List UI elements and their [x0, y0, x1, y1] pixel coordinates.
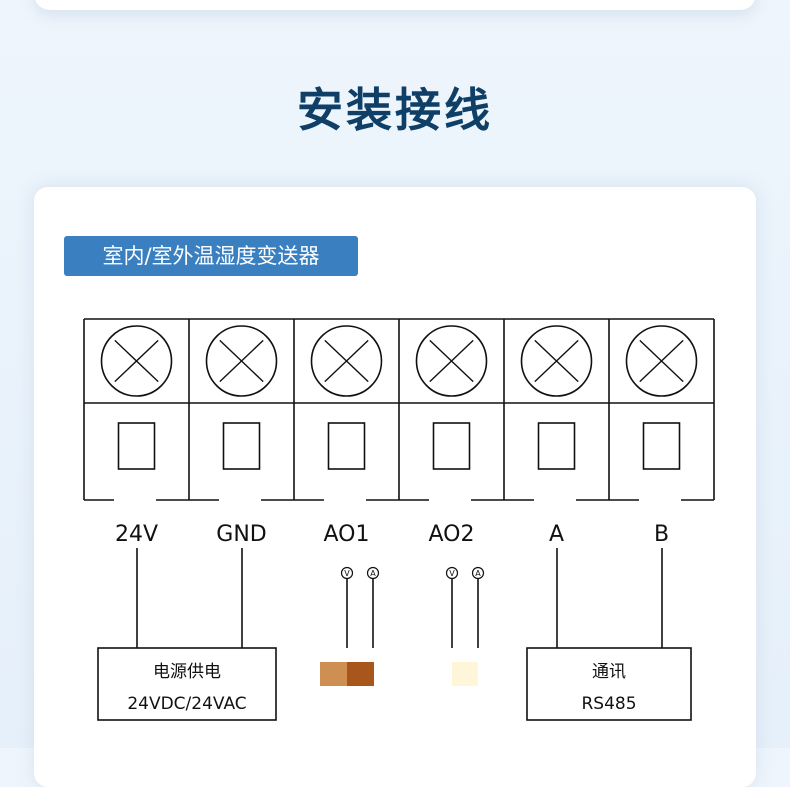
- section-label: 室内/室外温湿度变送器: [64, 236, 358, 276]
- terminal-slot: [117, 422, 156, 470]
- screw-icon: [415, 325, 488, 397]
- screw-icon: [520, 325, 593, 397]
- screw-icon: [310, 325, 383, 397]
- ao2-swatch: [452, 662, 478, 686]
- terminal-label: AO1: [324, 522, 370, 547]
- top-card-edge: [34, 0, 756, 10]
- meter-a-label: A: [475, 569, 481, 578]
- terminal-slot: [327, 422, 366, 470]
- ao1-swatch-right: [347, 662, 374, 686]
- terminal-block: [83, 318, 715, 500]
- terminal-labels: 24V GND AO1 AO2 A B: [115, 522, 669, 547]
- ao1-current-meter-icon: A: [366, 566, 380, 580]
- power-box-title: 电源供电: [153, 662, 221, 682]
- terminal-label: B: [654, 522, 669, 547]
- meter-v-label: V: [449, 569, 455, 578]
- terminal-slot: [432, 422, 471, 470]
- terminal-slot: [642, 422, 681, 470]
- meter-a-label: A: [370, 569, 376, 578]
- meter-v-label: V: [344, 569, 350, 578]
- ao1-voltage-meter-icon: V: [340, 566, 354, 580]
- ao2-voltage-meter-icon: V: [445, 566, 459, 580]
- terminal-label: AO2: [429, 522, 475, 547]
- power-supply-box: 电源供电 24VDC/24VAC: [97, 647, 277, 721]
- terminal-label: 24V: [115, 522, 158, 547]
- screw-icon: [205, 325, 278, 397]
- ao1-swatch-left: [320, 662, 347, 686]
- terminal-slot: [222, 422, 261, 470]
- page-title: 安装接线: [297, 83, 493, 137]
- comm-box-title: 通讯: [592, 662, 626, 682]
- comm-box-protocol: RS485: [581, 694, 636, 714]
- ao2-current-meter-icon: A: [471, 566, 485, 580]
- terminal-label: A: [549, 522, 564, 547]
- power-box-spec: 24VDC/24VAC: [127, 694, 246, 714]
- terminal-label: GND: [216, 522, 266, 547]
- rs485-comm-box: 通讯 RS485: [526, 647, 692, 721]
- terminal-screws: [100, 325, 698, 470]
- wires: [136, 548, 663, 648]
- terminal-slot: [537, 422, 576, 470]
- screw-icon: [100, 325, 173, 397]
- screw-icon: [625, 325, 698, 397]
